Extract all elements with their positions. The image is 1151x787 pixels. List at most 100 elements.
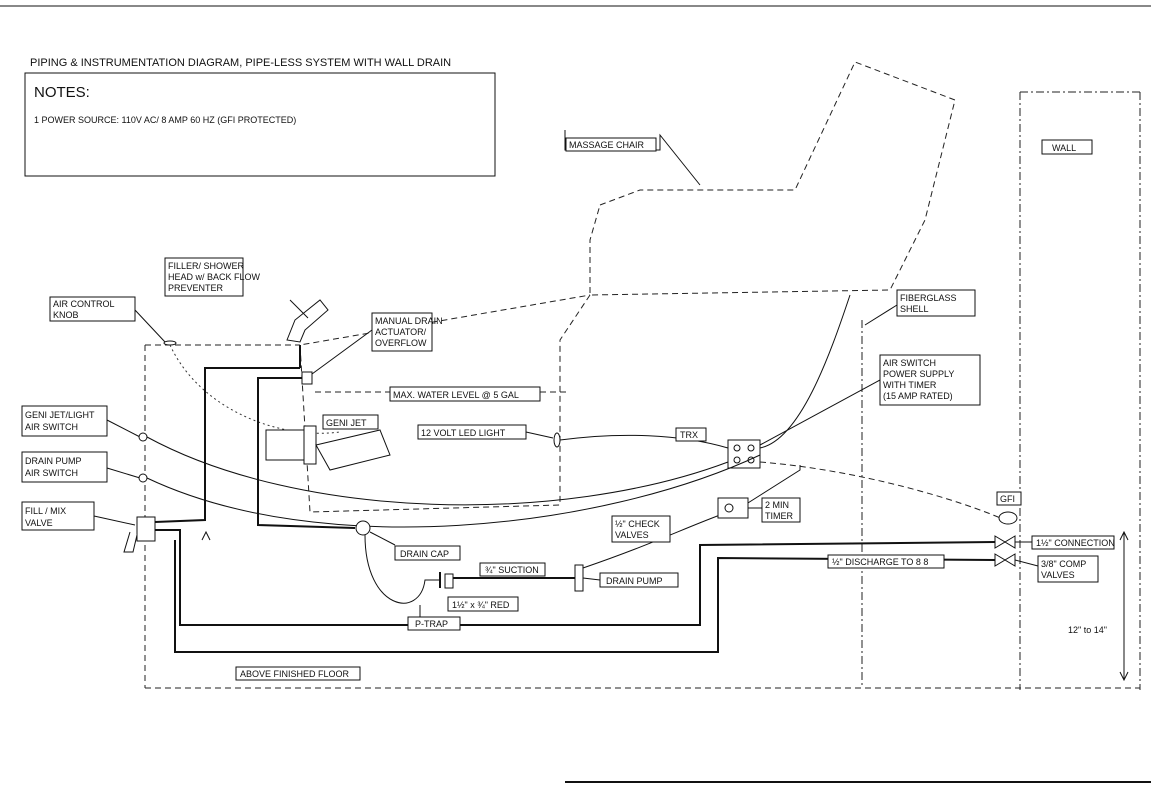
drain-pump-label-box bbox=[599, 572, 679, 588]
trx-label-box bbox=[675, 427, 707, 442]
timer-icon bbox=[724, 503, 734, 513]
fill-mix-handle-icon bbox=[123, 531, 138, 553]
tub-shell-outline bbox=[299, 294, 591, 513]
filler-leader bbox=[289, 299, 309, 319]
reducer-fitting bbox=[444, 573, 454, 589]
trx-label: TRX bbox=[680, 430, 698, 440]
gfi-label: GFI bbox=[1000, 494, 1015, 504]
comp-valve-icon bbox=[994, 535, 1016, 549]
geni-jet-label-box bbox=[322, 414, 379, 430]
wall-label: WALL bbox=[1052, 143, 1076, 153]
max-water-label-box bbox=[389, 386, 541, 402]
geni-jet-light-label-box bbox=[21, 405, 108, 437]
drain-pump-label: DRAIN PUMP bbox=[606, 576, 663, 586]
check-valves-label-box bbox=[611, 515, 671, 543]
air-switch-label-line-4: (15 AMP RATED) bbox=[883, 391, 953, 401]
timer-wire bbox=[739, 465, 801, 509]
comp-valve-icon bbox=[994, 553, 1016, 567]
outlet-icon bbox=[733, 456, 741, 464]
connection-label: 1½" CONNECTION bbox=[1036, 538, 1115, 548]
drain-pump-switch-leader bbox=[106, 467, 141, 479]
geni-jet-light-label-line-2: AIR SWITCH bbox=[25, 422, 78, 432]
comp-valves-label-line-2: VALVES bbox=[1041, 570, 1075, 580]
air-switch-label-line-3: WITH TIMER bbox=[883, 380, 937, 390]
air-switch-label-line-1: AIR SWITCH bbox=[883, 358, 936, 368]
supply-wire-up bbox=[759, 294, 851, 449]
fiberglass-label-line-2: SHELL bbox=[900, 304, 929, 314]
comp-valves-label-line-1: 3/8" COMP bbox=[1041, 559, 1086, 569]
drain-pump-icon bbox=[574, 564, 584, 592]
fill-mix-label-line-1: FILL / MIX bbox=[25, 506, 66, 516]
drain-cap-label-box bbox=[394, 545, 461, 561]
led-light-wire bbox=[559, 434, 729, 449]
outlet-icon bbox=[747, 444, 755, 452]
outlet-icon bbox=[733, 444, 741, 452]
massage-chair-label-box bbox=[565, 137, 657, 152]
massage-chair-label: MASSAGE CHAIR bbox=[569, 140, 645, 150]
shower-head-icon bbox=[286, 299, 329, 343]
manual-drain-actuator-icon bbox=[301, 371, 313, 385]
geni-jet-light-switch-icon bbox=[138, 432, 148, 442]
discharge-label: ½" DISCHARGE TO 8 8 bbox=[832, 557, 928, 567]
flow-arrow-icon bbox=[201, 530, 211, 541]
wall-label-box bbox=[1041, 139, 1093, 155]
notes-heading: NOTES: bbox=[34, 84, 90, 101]
air-switch-leader bbox=[759, 379, 881, 446]
geni-jet-light-label-line-1: GENI JET/LIGHT bbox=[25, 410, 95, 420]
height-label: 12" to 14" bbox=[1068, 625, 1107, 635]
air-control-knob-icon bbox=[163, 340, 177, 346]
above-floor-label: ABOVE FINISHED FLOOR bbox=[240, 669, 350, 679]
p-trap-label: P-TRAP bbox=[415, 619, 448, 629]
above-floor-label-box bbox=[235, 666, 361, 681]
filler-label-line-1: FILLER/ SHOWER bbox=[168, 261, 245, 271]
comp-valves-leader bbox=[1014, 559, 1039, 567]
geni-jet-light-leader bbox=[106, 419, 141, 438]
air-control-label-box bbox=[49, 296, 136, 322]
max-water-label: MAX. WATER LEVEL @ 5 GAL bbox=[393, 390, 519, 400]
led-light-label: 12 VOLT LED LIGHT bbox=[421, 428, 506, 438]
air-switch-label-box bbox=[879, 354, 981, 406]
suction-label: ¾" SUCTION bbox=[485, 565, 539, 575]
drain-pump-switch-label-line-2: AIR SWITCH bbox=[25, 468, 78, 478]
timer-label-box bbox=[761, 497, 801, 523]
air-switch-label-line-2: POWER SUPPLY bbox=[883, 369, 954, 379]
notes-box bbox=[24, 72, 496, 177]
filler-label-box bbox=[164, 257, 244, 297]
air-control-line bbox=[169, 344, 341, 434]
manual-drain-label-box bbox=[371, 312, 433, 352]
drain-pump-switch-icon bbox=[138, 473, 148, 483]
gfi-outlet-icon bbox=[998, 511, 1018, 525]
p-trap-pipe bbox=[364, 534, 440, 604]
led-light-icon bbox=[553, 432, 561, 448]
air-control-leader bbox=[134, 309, 166, 343]
height-dimension-arrows bbox=[1119, 530, 1129, 682]
manual-drain-leader bbox=[311, 329, 373, 375]
led-light-leader bbox=[525, 431, 554, 439]
filler-label-line-3: PREVENTER bbox=[168, 283, 224, 293]
fill-mix-leader bbox=[93, 515, 136, 526]
drain-cap-leader bbox=[369, 531, 396, 546]
geni-jet-spray bbox=[315, 429, 391, 471]
drain-cap-icon bbox=[355, 520, 371, 536]
overflow-drain-pipe bbox=[257, 377, 356, 529]
drain-pump-switch-label-line-1: DRAIN PUMP bbox=[25, 456, 82, 466]
fill-mix-valve-body bbox=[136, 516, 156, 542]
massage-chair-leader bbox=[564, 130, 701, 186]
manual-drain-label-line-1: MANUAL DRAIN bbox=[375, 316, 443, 326]
diagram-title: PIPING & INSTRUMENTATION DIAGRAM, PIPE-L… bbox=[30, 57, 451, 69]
air-control-label-line-1: AIR CONTROL bbox=[53, 299, 115, 309]
fill-mix-label-line-2: VALVE bbox=[25, 518, 53, 528]
discharge-label-box bbox=[827, 554, 945, 569]
timer-label-line-1: 2 MIN bbox=[765, 500, 789, 510]
geni-jet-nozzle bbox=[303, 425, 317, 465]
timer-label-line-2: TIMER bbox=[765, 511, 793, 521]
manual-drain-label-line-3: OVERFLOW bbox=[375, 338, 427, 348]
comp-valves-label-box bbox=[1037, 555, 1099, 583]
reducer-label: 1½" x ¾" RED bbox=[452, 600, 510, 610]
notes-item-1: 1 POWER SOURCE: 110V AC/ 8 AMP 60 HZ (GF… bbox=[34, 115, 296, 125]
fiberglass-label-box bbox=[896, 289, 976, 317]
p-trap-label-box bbox=[407, 616, 461, 631]
fill-mix-label-box bbox=[21, 501, 95, 531]
check-valves-label-line-1: ½" CHECK bbox=[615, 519, 660, 529]
